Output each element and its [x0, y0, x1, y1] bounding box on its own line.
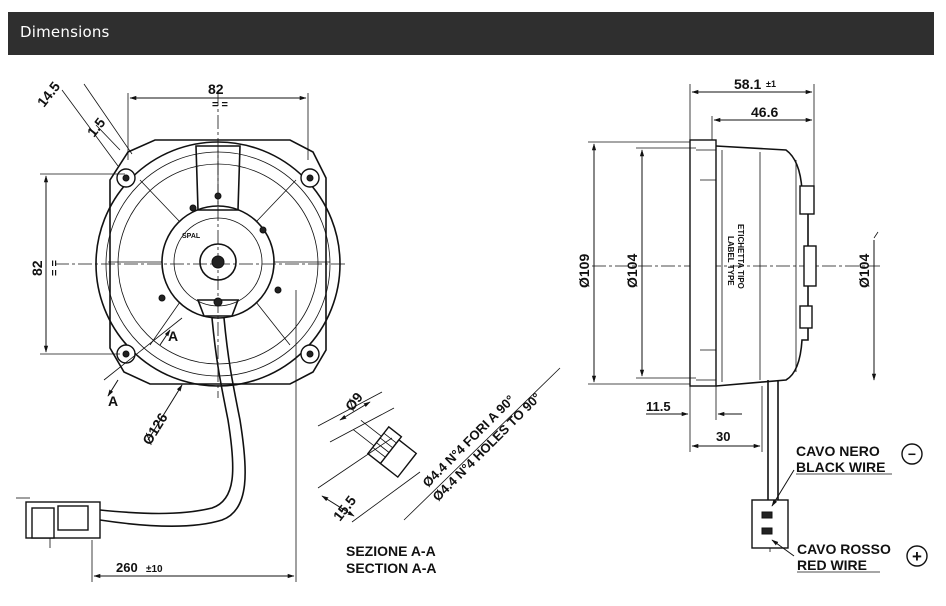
- front-dim-cable-length: 260: [116, 560, 138, 575]
- front-dim-cable-tolerance: ±10: [146, 564, 163, 575]
- positive-terminal-icon: +: [906, 545, 928, 567]
- section-dim-diameter-9: Ø9: [342, 389, 366, 414]
- black-wire-it: CAVO NERO: [796, 443, 880, 459]
- section-header: Dimensions: [8, 12, 934, 55]
- side-view: ETICHETTA TIPO LABEL TYPE 58.1 ±1 46.6 Ø…: [576, 76, 928, 573]
- side-dim-30: 30: [716, 429, 730, 444]
- side-dim-diameter-104-right: Ø104: [856, 254, 872, 288]
- section-title-en: SECTION A-A: [346, 560, 436, 576]
- negative-terminal-icon: −: [901, 443, 923, 465]
- section-holes-en: Ø4.4 N°4 HOLES TO 90°: [430, 390, 544, 504]
- side-dim-diameter-109: Ø109: [576, 254, 592, 288]
- red-wire-en: RED WIRE: [797, 557, 867, 573]
- section-view: Ø9 15.5 Ø4.4 N°4 FORI A 90° Ø4.4 N°4 HOL…: [317, 367, 561, 576]
- cable-connector: [16, 497, 101, 548]
- front-dim-1-5: 1.5: [84, 114, 109, 139]
- side-label-it: ETICHETTA TIPO: [736, 224, 745, 289]
- section-title: Dimensions: [20, 23, 110, 41]
- front-dim-14-5: 14.5: [34, 78, 64, 109]
- red-wire-it: CAVO ROSSO: [797, 541, 891, 557]
- side-dim-diameter-104-left: Ø104: [624, 254, 640, 288]
- front-dim-width: 82: [208, 81, 224, 97]
- section-marker-a-bottom: A: [108, 393, 118, 409]
- side-dim-46-6: 46.6: [751, 104, 778, 120]
- mounting-hole: [300, 168, 320, 188]
- section-marker-a-top: A: [168, 328, 178, 344]
- front-dim-diameter-126: Ø126: [139, 410, 171, 448]
- front-dim-height-eq: = =: [49, 260, 61, 276]
- section-dim-15-5: 15.5: [330, 492, 360, 523]
- mounting-hole: [300, 344, 320, 364]
- fan-logo: SPAL: [182, 233, 201, 240]
- svg-text:−: −: [908, 446, 916, 462]
- side-dim-depth: 58.1: [734, 76, 761, 92]
- side-dim-11-5: 11.5: [646, 399, 671, 414]
- svg-text:+: +: [912, 547, 922, 566]
- front-dim-width-eq: = =: [212, 99, 228, 111]
- side-dim-depth-tolerance: ±1: [766, 79, 776, 89]
- front-view: SPAL 82 = = 82 = = 14.5 1.5: [16, 78, 345, 582]
- front-dim-height: 82: [29, 260, 45, 276]
- side-label-en: LABEL TYPE: [726, 236, 735, 286]
- mounting-hole: [116, 168, 136, 188]
- black-wire-en: BLACK WIRE: [796, 459, 885, 475]
- section-title-it: SEZIONE A-A: [346, 543, 436, 559]
